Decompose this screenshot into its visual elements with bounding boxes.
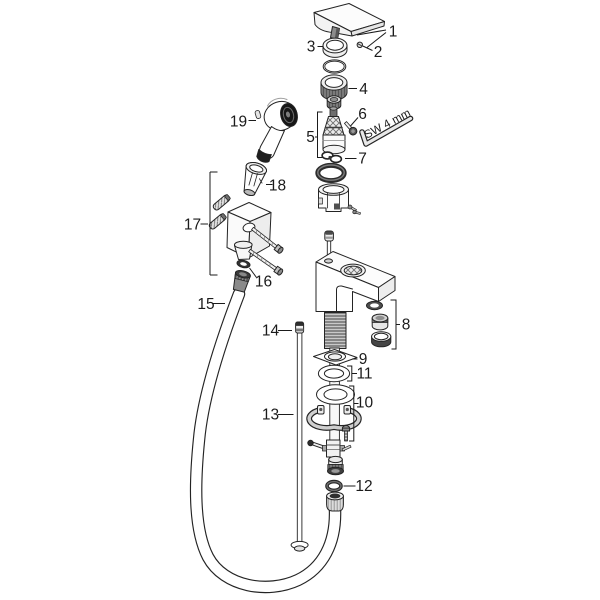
wall-bracket-set: [208, 194, 284, 276]
callout-label-9: 9: [359, 351, 368, 368]
callout-label-17: 17: [184, 217, 201, 234]
allen-key: [359, 115, 414, 147]
o-ring-washer: [317, 364, 351, 383]
leader-10: [349, 385, 359, 442]
faucet-body: [315, 230, 396, 312]
base-washer: [316, 384, 355, 405]
o-ring-upper: [322, 59, 347, 74]
callout-label-13: 13: [262, 407, 279, 424]
base-o-ring: [315, 162, 347, 184]
callout-label-11: 11: [356, 366, 372, 383]
sleeve-clip: [352, 209, 361, 215]
callout-label-5: 5: [306, 129, 315, 146]
hose-end-nut: [326, 491, 344, 512]
pull-rod: [290, 321, 309, 552]
callout-label-3: 3: [307, 39, 316, 56]
callout-label-8: 8: [402, 317, 411, 334]
callout-label-10: 10: [356, 395, 374, 412]
wall-plug: [208, 213, 227, 230]
callout-label-4: 4: [359, 81, 368, 98]
leader-lines: [200, 29, 400, 487]
flange-washer: [313, 349, 358, 366]
callout-label-1: 1: [389, 24, 398, 41]
hose-gasket: [236, 259, 251, 269]
ring-nut: [320, 74, 348, 101]
leader-6: [350, 117, 359, 127]
bracket-screw: [248, 248, 284, 276]
outlet-fitting: [327, 455, 344, 476]
bracket-outlet-cone: [234, 240, 253, 260]
callout-label-16: 16: [255, 274, 272, 291]
seal-pair: [321, 151, 343, 164]
spacer-sleeve: [318, 183, 361, 215]
mixer-handle: [313, 3, 385, 40]
callout-label-15: 15: [197, 296, 214, 313]
escutcheon-ring: [322, 37, 348, 58]
leader-1: [356, 29, 387, 48]
leader-8: [390, 299, 400, 350]
callout-label-14: 14: [262, 323, 280, 340]
leader-16: [249, 267, 257, 278]
callout-label-18: 18: [269, 178, 286, 195]
callout-label-6: 6: [358, 106, 367, 123]
spray-handle-tip: [256, 149, 272, 163]
spray-holder: [243, 162, 268, 197]
wall-plug: [212, 194, 231, 211]
callout-label-7: 7: [358, 151, 367, 168]
threaded-shank: [324, 312, 347, 349]
leader-2: [362, 45, 373, 51]
callout-label-2: 2: [374, 44, 383, 61]
set-screw: [344, 121, 358, 136]
leader-5: [315, 111, 323, 158]
spray-hose: [189, 287, 342, 594]
cartridge: [322, 106, 346, 155]
bracket-screw: [251, 226, 284, 254]
hand-spray: [254, 97, 298, 163]
o-ring-12: [325, 479, 343, 493]
callout-label-12: 12: [355, 478, 372, 495]
callout-label-19: 19: [230, 114, 247, 131]
clamp-screw: [341, 425, 351, 442]
leader-11: [347, 365, 357, 382]
callout-labels: 1 2 3 4 5 6 7 8 9 10 11 12 13 14 15 16 1…: [184, 24, 413, 496]
handle-screw: [356, 41, 363, 48]
spray-clip: [254, 110, 262, 119]
mounting-clamp: [306, 405, 362, 431]
hose-cone-nut: [232, 269, 251, 293]
leader-17: [200, 171, 218, 276]
aerator-set: [366, 300, 392, 348]
